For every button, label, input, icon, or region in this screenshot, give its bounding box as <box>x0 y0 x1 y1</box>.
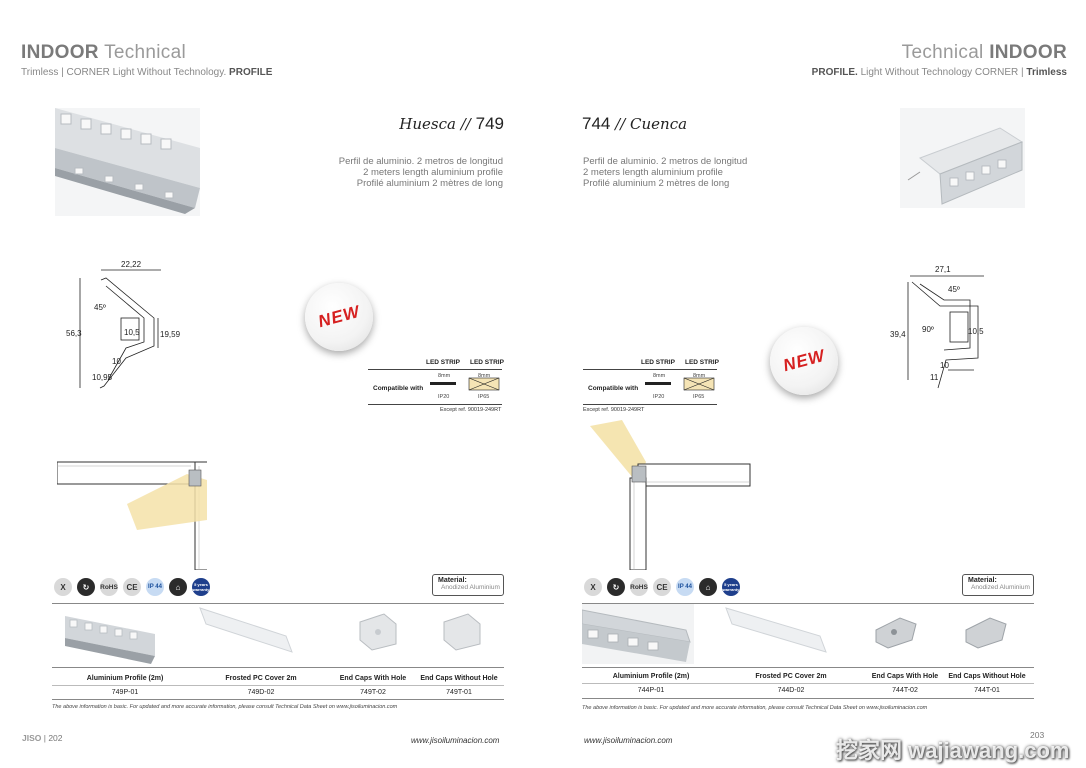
rohs-icon: RoHS <box>630 578 648 596</box>
right-material-box: Material: Anodized Aluminium <box>962 574 1034 596</box>
left-header-title: INDOOR Technical <box>21 42 186 63</box>
led-strip-icon <box>430 382 456 385</box>
right-header-subtitle: PROFILE. Light Without Technology CORNER… <box>811 67 1067 78</box>
right-accessory-rule-top <box>582 603 1034 604</box>
left-acc-ref-1: 749P-01 <box>111 689 139 696</box>
right-acc-cover-image <box>725 607 827 653</box>
right-product-photo <box>900 108 1025 208</box>
right-new-badge: NEW <box>770 327 838 395</box>
right-except-note: Except ref. 90019-249RT <box>583 407 645 413</box>
left-technical-drawing: 22,22 56,3 45º 10,5 19,59 10 10,95 <box>66 260 181 389</box>
dim-inner: 10,5 <box>124 328 140 337</box>
indoor-icon: ⌂ <box>169 578 187 596</box>
right-acc-label-3: End Caps With Hole <box>871 673 939 680</box>
left-material-box: Material: Anodized Aluminium <box>432 574 504 596</box>
dim-left: 56,3 <box>66 329 82 338</box>
right-acc-profile-image <box>582 604 694 664</box>
left-acc-endcap-hole-image <box>359 613 397 651</box>
left-acc-label-4: End Caps Without Hole <box>420 675 498 682</box>
right-acc-label-2: Frosted PC Cover 2m <box>755 673 827 680</box>
left-accessory-rule-mid <box>52 667 504 668</box>
compat-col1: LED STRIP <box>426 359 460 366</box>
right-model-title: 744 // Cuenca <box>582 114 688 133</box>
weee-icon: X <box>584 578 602 596</box>
led-strip-icon <box>645 382 671 385</box>
right-technical-drawing: 27,1 39,4 45º 90º 10,5 10 11 <box>890 265 984 389</box>
watermark: 挖家网 wajiawang.com <box>836 738 1070 763</box>
indoor-icon: ⌂ <box>699 578 717 596</box>
right-info-note: The above information is basic. For upda… <box>582 705 928 711</box>
led-strip-cross-icon <box>683 377 715 391</box>
dim-bottom-b: 11 <box>930 373 939 382</box>
right-acc-ref-4: 744T-01 <box>974 687 1000 694</box>
right-acc-label-4: End Caps Without Hole <box>948 673 1026 680</box>
compat-col1: LED STRIP <box>641 359 675 366</box>
right-acc-label-1: Aluminium Profile (2m) <box>612 673 690 680</box>
left-product-photo <box>55 108 200 216</box>
weee-icon: X <box>54 578 72 596</box>
left-footer-url[interactable]: www.jisoiluminacion.com <box>411 736 500 745</box>
ip44-icon: IP 44 <box>676 578 694 596</box>
left-acc-label-3: End Caps With Hole <box>339 675 407 682</box>
warranty-icon: 5 years warranty <box>722 578 740 596</box>
right-acc-ref-2: 744D-02 <box>777 687 805 694</box>
jiso-logo: JISO <box>22 733 42 743</box>
dim-bottom-b: 10,95 <box>92 373 113 382</box>
left-install-diagram <box>57 461 207 570</box>
dim-angle: 45º <box>948 285 960 294</box>
left-new-badge: NEW <box>305 283 373 351</box>
dim-top: 22,22 <box>121 260 142 269</box>
dim-top: 27,1 <box>935 265 951 274</box>
compat-label: Compatible with <box>373 385 424 392</box>
left-header-subtitle: Trimless | CORNER Light Without Technolo… <box>21 67 273 78</box>
left-acc-ref-4: 749T-01 <box>446 689 472 696</box>
ce-icon: CE <box>123 578 141 596</box>
left-acc-profile-image <box>65 616 155 664</box>
recycle-icon: ↻ <box>607 578 625 596</box>
right-compatibility-table: LED STRIP LED STRIP Compatible with 8mm … <box>583 359 719 405</box>
left-certification-icons: X ↻ RoHS CE IP 44 ⌂ 5 years warranty <box>54 578 210 596</box>
dim-bottom-a: 10 <box>940 361 949 370</box>
compat-col2: LED STRIP <box>470 359 504 366</box>
left-acc-cover-image <box>199 607 293 653</box>
left-footer-page: JISO | 202 <box>22 733 63 743</box>
ce-icon: CE <box>653 578 671 596</box>
left-acc-label-2: Frosted PC Cover 2m <box>225 675 297 682</box>
led-strip-cross-icon <box>468 377 500 391</box>
compat-label: Compatible with <box>588 385 639 392</box>
dim-bottom-a: 10 <box>112 357 121 366</box>
dim-inner: 10,5 <box>968 327 984 336</box>
left-except-note: Except ref. 90019-249RT <box>440 407 502 413</box>
right-description: Perfil de aluminio. 2 metros de longitud… <box>583 156 748 189</box>
recycle-icon: ↻ <box>77 578 95 596</box>
compat-col2: LED STRIP <box>685 359 719 366</box>
right-acc-ref-3: 744T-02 <box>892 687 918 694</box>
right-accessory-rule-mid <box>582 667 1034 668</box>
right-acc-endcap-image <box>965 617 1007 649</box>
left-description: Perfil de aluminio. 2 metros de longitud… <box>338 156 503 189</box>
left-info-note: The above information is basic. For upda… <box>52 704 398 710</box>
left-compatibility-table: LED STRIP LED STRIP Compatible with 8mm … <box>368 359 504 405</box>
right-footer-url[interactable]: www.jisoiluminacion.com <box>584 736 673 745</box>
left-model-title: Huesca // 749 <box>399 114 504 133</box>
dim-left: 39,4 <box>890 330 906 339</box>
dim-right: 19,59 <box>160 330 181 339</box>
right-install-diagram <box>590 420 751 570</box>
dim-angle2: 90º <box>922 325 934 334</box>
right-acc-endcap-hole-image <box>875 617 917 649</box>
right-acc-ref-1: 744P-01 <box>637 687 665 694</box>
left-acc-label-1: Aluminium Profile (2m) <box>86 675 164 682</box>
warranty-icon: 5 years warranty <box>192 578 210 596</box>
right-header-title: Technical INDOOR <box>901 42 1067 63</box>
dim-angle: 45º <box>94 303 106 312</box>
ip44-icon: IP 44 <box>146 578 164 596</box>
left-acc-ref-3: 749T-02 <box>360 689 386 696</box>
rohs-icon: RoHS <box>100 578 118 596</box>
right-certification-icons: X ↻ RoHS CE IP 44 ⌂ 5 years warranty <box>584 578 740 596</box>
left-acc-ref-2: 749D-02 <box>247 689 275 696</box>
left-accessory-rule-top <box>52 603 504 604</box>
right-footer-page: 203 <box>1030 730 1045 740</box>
left-acc-endcap-image <box>443 613 481 651</box>
